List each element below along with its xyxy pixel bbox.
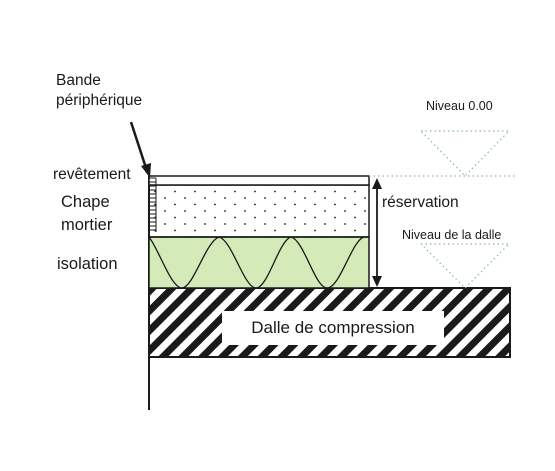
label-revetement: revêtement xyxy=(53,166,131,183)
label-peripherique: périphérique xyxy=(56,92,143,109)
insulation-wave xyxy=(148,236,365,289)
floor-covering-layer xyxy=(148,175,370,186)
reservation-arrow-top xyxy=(372,178,382,189)
label-dalle-compression: Dalle de compression xyxy=(222,311,444,345)
band-leader-line xyxy=(129,121,148,169)
label-mortier: mortier xyxy=(61,216,113,234)
insulation-layer xyxy=(148,236,370,289)
level-slab-marker xyxy=(420,243,511,289)
reservation-arrow-bottom xyxy=(372,276,382,287)
band-leader-arrowhead xyxy=(141,163,151,178)
label-bande: Bande xyxy=(56,72,101,89)
screed-layer xyxy=(148,184,370,238)
label-niveau-dalle: Niveau de la dalle xyxy=(402,228,502,242)
label-isolation: isolation xyxy=(57,255,118,273)
label-chape: Chape xyxy=(61,193,110,211)
perimeter-band xyxy=(149,177,157,232)
label-niveau-0: Niveau 0.00 xyxy=(426,99,493,113)
level-zero-marker xyxy=(369,130,515,177)
label-reservation: réservation xyxy=(382,194,459,211)
